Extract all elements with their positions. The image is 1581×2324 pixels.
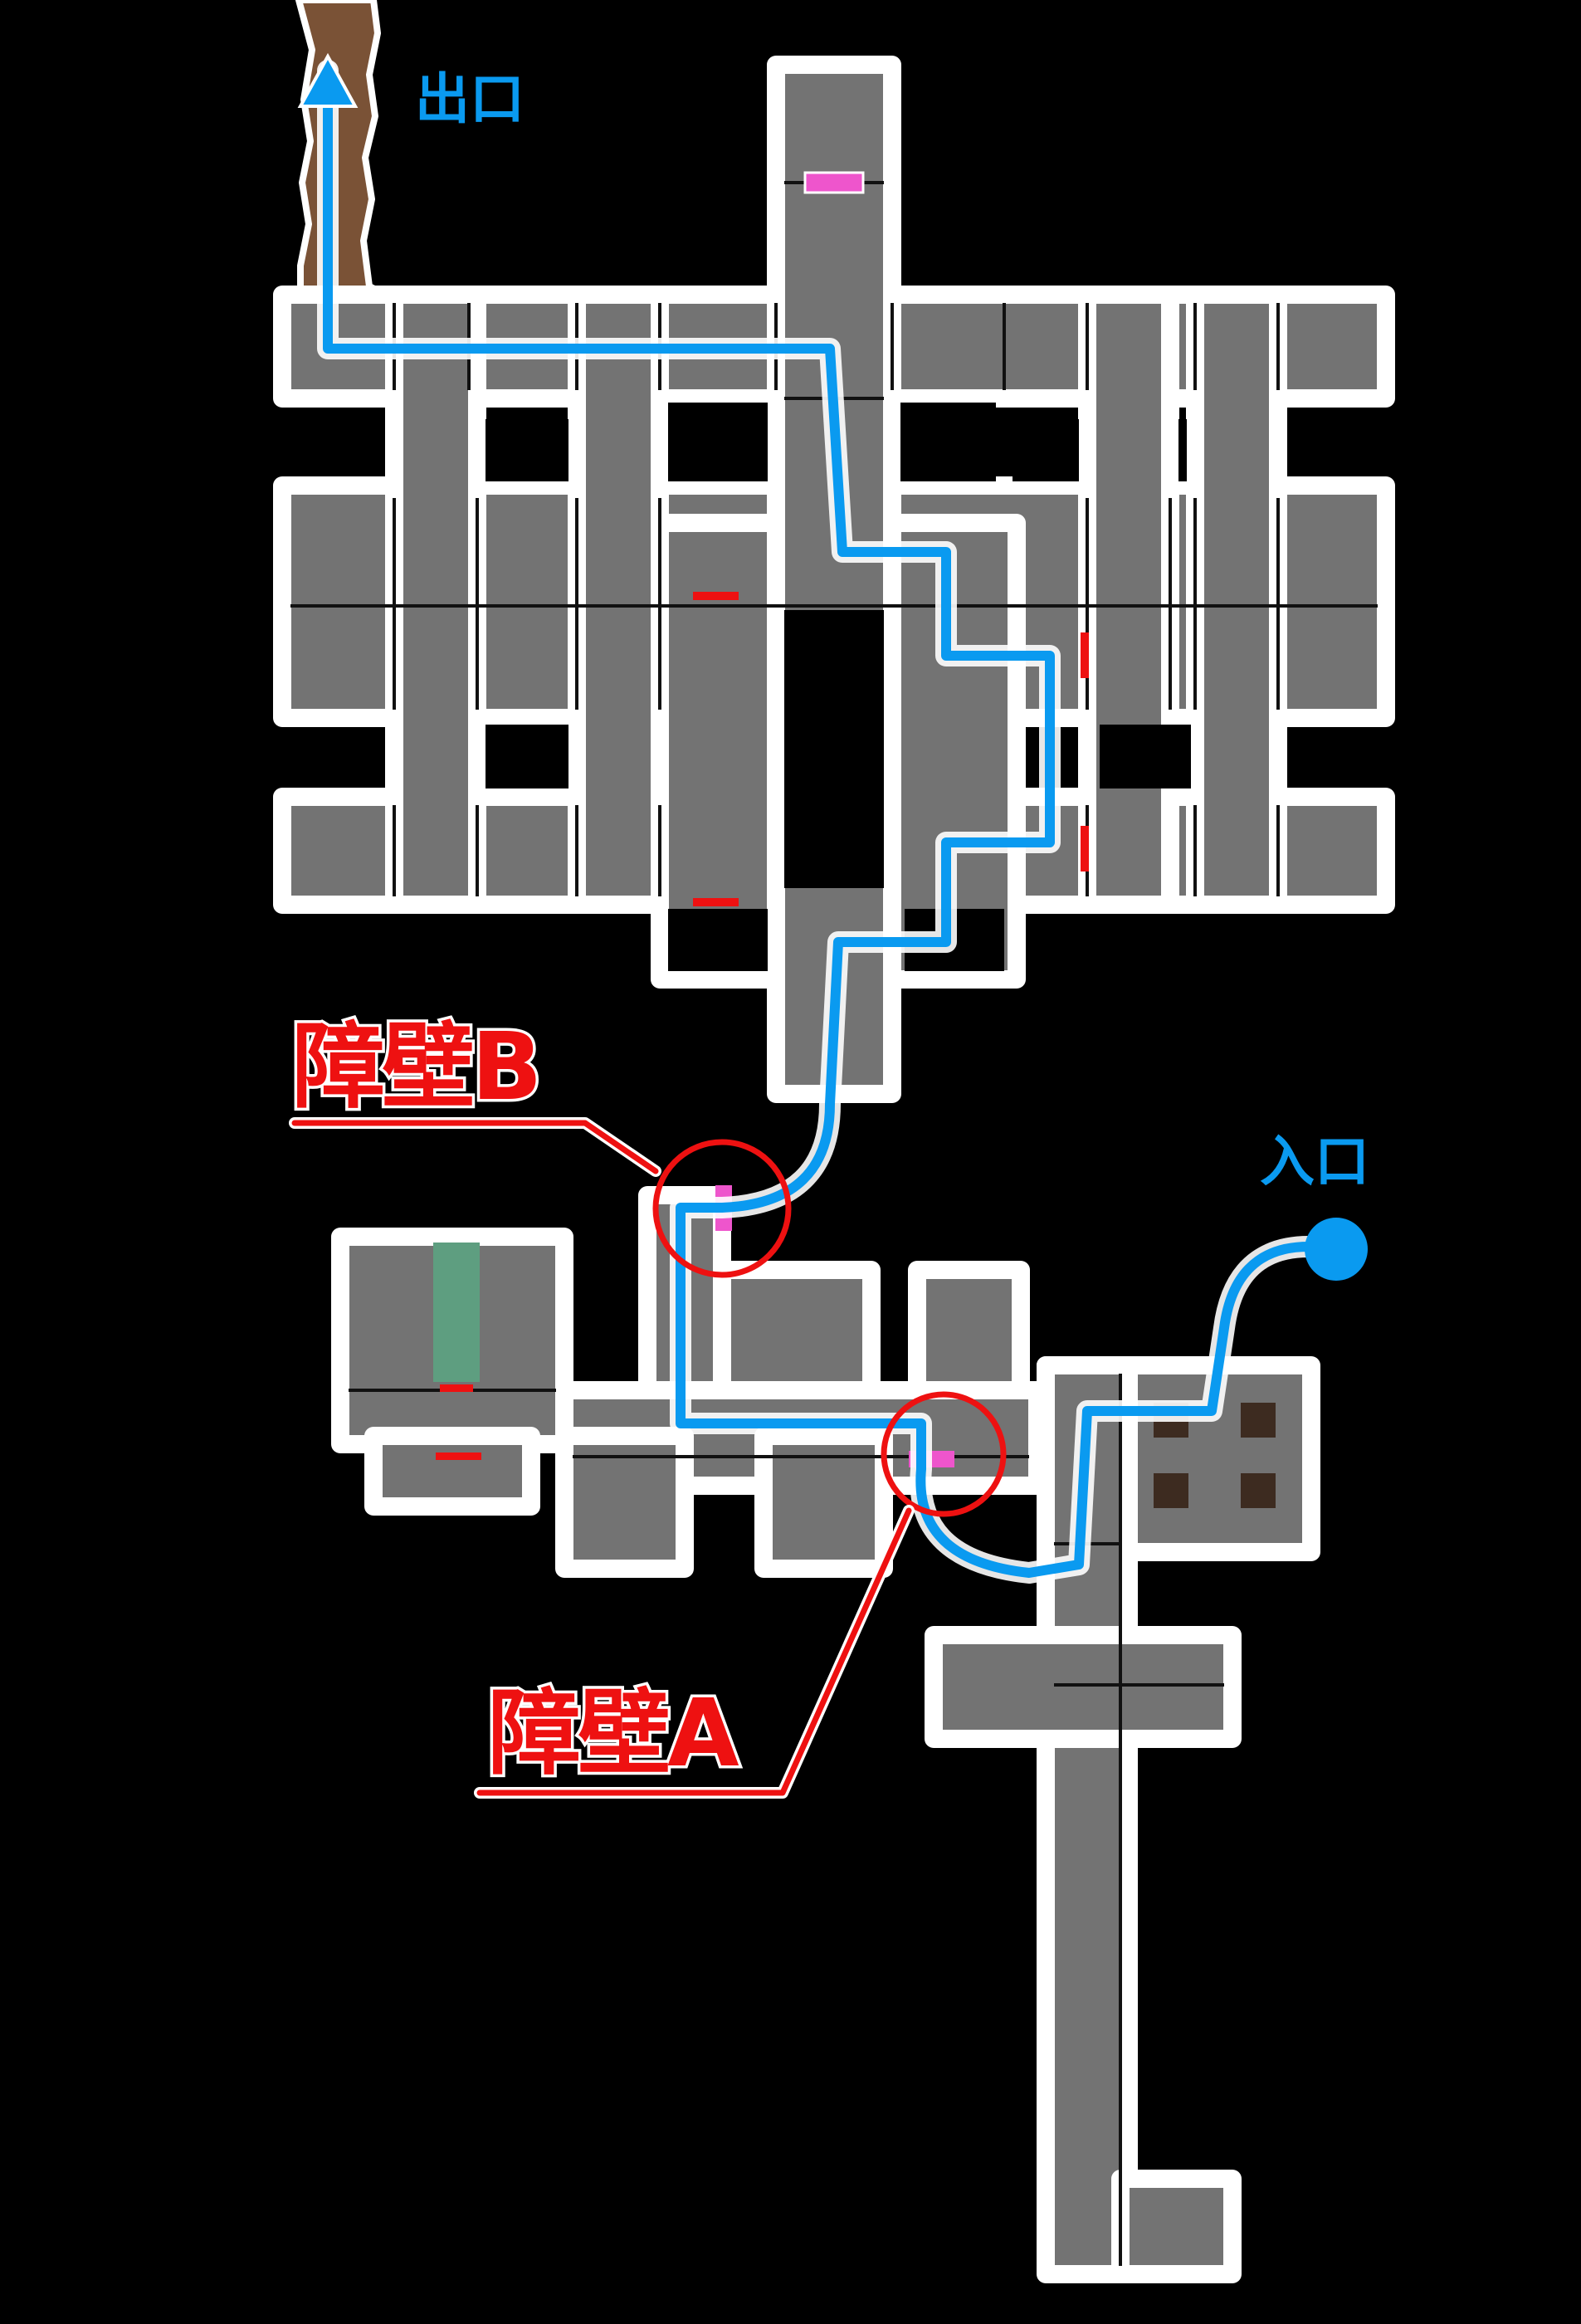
dot-icon	[1305, 1218, 1368, 1281]
barrier-markers	[436, 592, 1089, 1460]
barrier-b-circle	[652, 1139, 792, 1278]
arrow-up-icon	[297, 52, 359, 108]
exit-label: 出口	[415, 67, 525, 131]
barrier-a-circle	[881, 1391, 1007, 1517]
barrier-a-label: 障壁A	[486, 1677, 743, 1791]
entrance-label: 入口	[1260, 1130, 1369, 1194]
route-line	[323, 66, 1341, 1578]
water-strip	[433, 1243, 480, 1382]
barrier-b-label: 障壁B	[289, 1011, 544, 1125]
leader-lines	[289, 1117, 915, 1799]
